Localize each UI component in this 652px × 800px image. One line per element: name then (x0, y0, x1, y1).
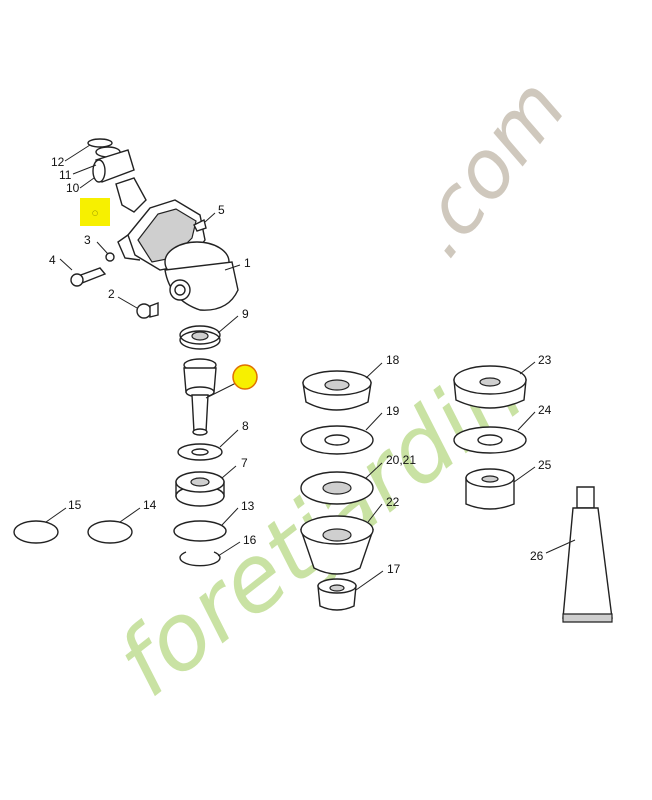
cup-20-21 (300, 471, 374, 505)
label-11[interactable]: 11 (59, 168, 72, 182)
gearhead-housing (117, 199, 239, 311)
watermark-gray-text: .com (390, 62, 584, 274)
label-16[interactable]: 16 (243, 533, 257, 547)
label-24[interactable]: 24 (538, 403, 552, 417)
ring-15 (13, 520, 59, 544)
ring-14 (87, 520, 133, 544)
bushing-25 (465, 468, 515, 510)
label-13[interactable]: 13 (241, 499, 255, 513)
label-7[interactable]: 7 (241, 456, 248, 470)
part-labels: 12 11 10 3 4 2 5 1 9 8 7 13 16 14 15 18 … (49, 155, 552, 576)
nut-17 (317, 578, 357, 611)
label-3[interactable]: 3 (84, 233, 91, 247)
label-8[interactable]: 8 (242, 419, 249, 433)
label-15[interactable]: 15 (68, 498, 82, 512)
bearing-9 (179, 325, 221, 350)
bowl-22 (300, 515, 374, 575)
label-25[interactable]: 25 (538, 458, 552, 472)
label-22[interactable]: 22 (386, 495, 400, 509)
label-26[interactable]: 26 (530, 549, 544, 563)
label-19[interactable]: 19 (386, 404, 400, 418)
gear-shaft (183, 358, 217, 436)
label-1[interactable]: 1 (244, 256, 251, 270)
highlight-square-marker[interactable] (80, 198, 110, 226)
label-9[interactable]: 9 (242, 307, 249, 321)
screws (70, 218, 207, 319)
label-5[interactable]: 5 (218, 203, 225, 217)
thrust-plate-18 (302, 370, 372, 411)
label-17[interactable]: 17 (387, 562, 401, 576)
label-2[interactable]: 2 (108, 287, 115, 301)
disc-19 (300, 425, 374, 455)
circlip-16 (179, 551, 221, 567)
label-4[interactable]: 4 (49, 253, 56, 267)
highlight-square-dot: ○ (92, 209, 98, 217)
grease-tube-26 (562, 486, 613, 623)
label-14[interactable]: 14 (143, 498, 157, 512)
washer-24 (453, 426, 527, 454)
ring-13 (173, 520, 227, 542)
bearing-7 (175, 471, 225, 507)
label-12[interactable]: 12 (51, 155, 65, 169)
label-10[interactable]: 10 (66, 181, 80, 195)
pressure-plate-23 (453, 365, 527, 409)
label-18[interactable]: 18 (386, 353, 400, 367)
label-23[interactable]: 23 (538, 353, 552, 367)
highlight-circle-marker[interactable] (232, 364, 258, 390)
washer-8 (177, 443, 223, 461)
label-20-21[interactable]: 20,21 (386, 453, 416, 467)
leader-lines (45, 144, 576, 591)
